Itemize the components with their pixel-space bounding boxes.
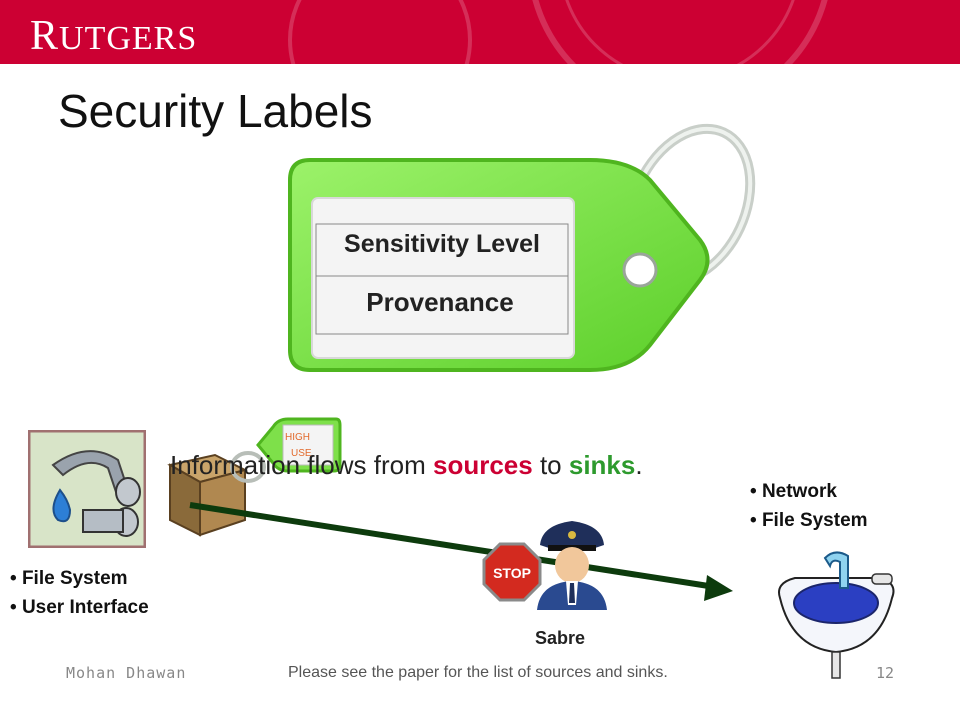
list-item: User Interface [10,593,149,622]
list-item: File System [10,564,149,593]
sources-word: sources [432,450,533,480]
header-banner: RUTGERS [0,0,960,64]
flow-arrow [189,502,733,601]
stop-sign-icon: STOP [482,542,542,602]
stop-sign-text: STOP [493,565,531,581]
small-key-tag-icon [230,417,342,483]
list-item: Network [750,477,868,506]
sources-list: File System User Interface [10,564,149,622]
police-officer-icon [537,521,607,610]
monitor-label: Sabre [535,628,586,648]
tag-sensitivity-label: Sensitivity Level [344,230,540,258]
footer-note: Please see the paper for the list of sou… [288,664,668,681]
small-tag-line1: HIGH [285,432,310,443]
box-icon [167,453,248,537]
page-number: 12 [876,664,895,682]
small-tag-line2: USE [291,448,312,459]
tag-provenance-label: Provenance [366,287,514,317]
sinks-word: sinks [568,450,636,480]
flow-sentence: Information flows from sources to sinks. [170,450,643,480]
list-item: File System [750,506,868,535]
sinks-list: Network File System [750,477,868,535]
sink-icon [778,551,895,679]
rutgers-logo: RUTGERS [30,13,198,59]
faucet-icon [28,430,146,548]
slide-title: Security Labels [58,85,373,137]
key-tag-icon [288,123,756,372]
banner-texture [288,0,828,64]
footer-author: Mohan Dhawan [66,664,187,682]
